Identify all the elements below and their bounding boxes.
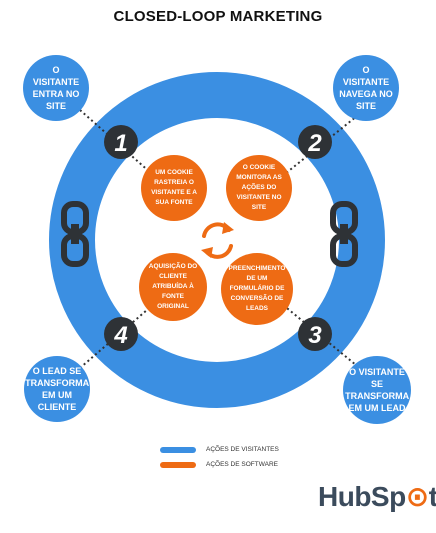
- diagram-title: CLOSED-LOOP MARKETING: [113, 8, 323, 25]
- step-marker-4: 4: [104, 317, 138, 351]
- visitor-bubble-4: O LEAD SE TRANSFORMA EM UM CLIENTE: [24, 356, 90, 422]
- svg-text:4: 4: [113, 322, 127, 349]
- software-bubble-3: PREENCHIMENTO DE UM FORMULÁRIO DE CONVER…: [221, 253, 293, 325]
- legend-label-visitor: AÇÕES DE VISITANTES: [206, 446, 279, 453]
- step-marker-2: 2: [298, 125, 332, 159]
- svg-text:2: 2: [307, 130, 322, 157]
- svg-text:3: 3: [308, 322, 322, 349]
- step-marker-3: 3: [298, 317, 332, 351]
- legend-software: AÇÕES DE SOFTWARE: [160, 461, 278, 468]
- step-marker-1: 1: [104, 125, 138, 159]
- svg-text:1: 1: [114, 130, 127, 157]
- chain-link-right: [330, 201, 358, 267]
- visitor-bubble-1: O VISITANTE ENTRA NO SITE: [23, 55, 89, 121]
- hubspot-logo: HubSp⊙t: [318, 481, 436, 512]
- software-bubble-4: AQUISIÇÃO DO CLIENTE ATRIBUÍDA À FONTE O…: [139, 253, 207, 321]
- software-bubble-1: UM COOKIE RASTREIA O VISITANTE E A SUA F…: [141, 155, 207, 221]
- legend-label-software: AÇÕES DE SOFTWARE: [206, 461, 278, 468]
- chain-link-left: [61, 201, 89, 267]
- legend-swatch-orange: [160, 461, 196, 468]
- visitor-bubble-2: O VISITANTE NAVEGA NO SITE: [333, 55, 399, 121]
- visitor-bubble-3: O VISITANTE SE TRANSFORMA EM UM LEAD: [343, 356, 411, 424]
- legend-swatch-blue: [160, 446, 196, 453]
- logo-sprocket-icon: ⊙: [405, 481, 429, 512]
- legend-visitor: AÇÕES DE VISITANTES: [160, 446, 279, 453]
- software-bubble-2: O COOKIE MONITORA AS AÇÕES DO VISITANTE …: [226, 155, 292, 221]
- refresh-icon: [201, 222, 234, 259]
